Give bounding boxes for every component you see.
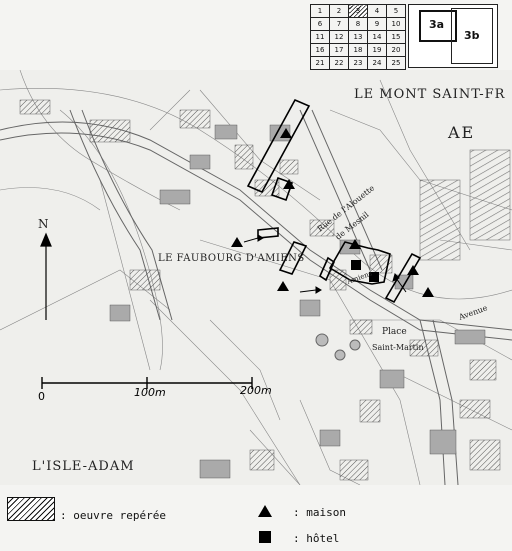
scale-label-100: 100m [134, 386, 166, 399]
field-ae-2 [469, 149, 511, 241]
label-ae: AE [447, 123, 475, 142]
hotel-marker [369, 272, 379, 282]
field-ae-1 [419, 179, 461, 261]
cadastral-map: N 0 100m 200m LE MONT SAINT-FR AE LE FAU… [0, 70, 512, 485]
label-saint-martin: Saint-Martin [372, 343, 424, 352]
north-arrow [40, 232, 52, 320]
tree [334, 349, 346, 361]
maison-marker [231, 237, 243, 247]
grid-index-cell: 15 [386, 30, 406, 44]
buildings [19, 99, 501, 481]
pointer-arrows [243, 234, 407, 294]
inset-key: 3a 3b [408, 4, 498, 68]
maison-marker [277, 281, 289, 291]
grid-index-cell: 24 [367, 56, 387, 70]
grid-index-cell: 11 [310, 30, 330, 44]
grid-index-cell: 22 [329, 56, 349, 70]
grid-index-cell: 4 [367, 4, 387, 18]
scale-label-200: 200m [240, 384, 272, 397]
grid-index-cell: 3 [348, 4, 368, 18]
grid-index-cell: 12 [329, 30, 349, 44]
label-faubourg: LE FAUBOURG D'AMIENS [158, 253, 305, 264]
hotel-marker [351, 260, 361, 270]
maison-marker [283, 179, 295, 189]
grid-index-cell: 2 [329, 4, 349, 18]
grid-index-cell: 7 [329, 17, 349, 31]
legend-oeuvre-label: : oeuvre repérée [60, 509, 166, 522]
tree [315, 333, 329, 347]
legend-hotel-square [259, 531, 271, 543]
grid-index-cell: 20 [386, 43, 406, 57]
grid-index-cell: 21 [310, 56, 330, 70]
hotel-markers [351, 260, 379, 282]
inset-3a-label: 3a [429, 18, 445, 31]
scale-bar [41, 377, 253, 389]
grid-index-cell: 13 [348, 30, 368, 44]
label-le-mont: LE MONT SAINT-FR [354, 87, 506, 102]
maison-marker [407, 265, 419, 275]
grid-index-cell: 5 [386, 4, 406, 18]
legend-oeuvre-swatch [7, 497, 55, 521]
grid-index-cell: 16 [310, 43, 330, 57]
tree [349, 339, 361, 351]
maison-marker [422, 287, 434, 297]
grid-index-cell: 25 [386, 56, 406, 70]
inset-3b-label: 3b [464, 29, 480, 42]
legend-maison-triangle [258, 505, 272, 517]
grid-index-cell: 14 [367, 30, 387, 44]
legend-maison-label: : maison [293, 506, 346, 519]
maison-markers [231, 128, 434, 297]
grid-index-cell: 1 [310, 4, 330, 18]
grid-index-cell: 17 [329, 43, 349, 57]
legend-hotel-label: : hôtel [293, 532, 340, 545]
grid-index-cell: 8 [348, 17, 368, 31]
grid-index-cell: 9 [367, 17, 387, 31]
map-background [0, 70, 512, 485]
grid-index-cell: 18 [348, 43, 368, 57]
scale-label-0: 0 [38, 390, 45, 403]
inset-3b-box: 3b [451, 8, 493, 64]
grid-index-cell: 10 [386, 17, 406, 31]
north-label: N [38, 217, 49, 231]
grid-index-cell: 6 [310, 17, 330, 31]
label-isle-adam: L'ISLE-ADAM [32, 459, 135, 474]
maison-marker [349, 239, 361, 249]
maison-marker [280, 128, 292, 138]
label-place: Place [382, 327, 407, 337]
grid-index-cell: 19 [367, 43, 387, 57]
inset-3a-box: 3a [419, 10, 457, 42]
grid-index-cell: 23 [348, 56, 368, 70]
